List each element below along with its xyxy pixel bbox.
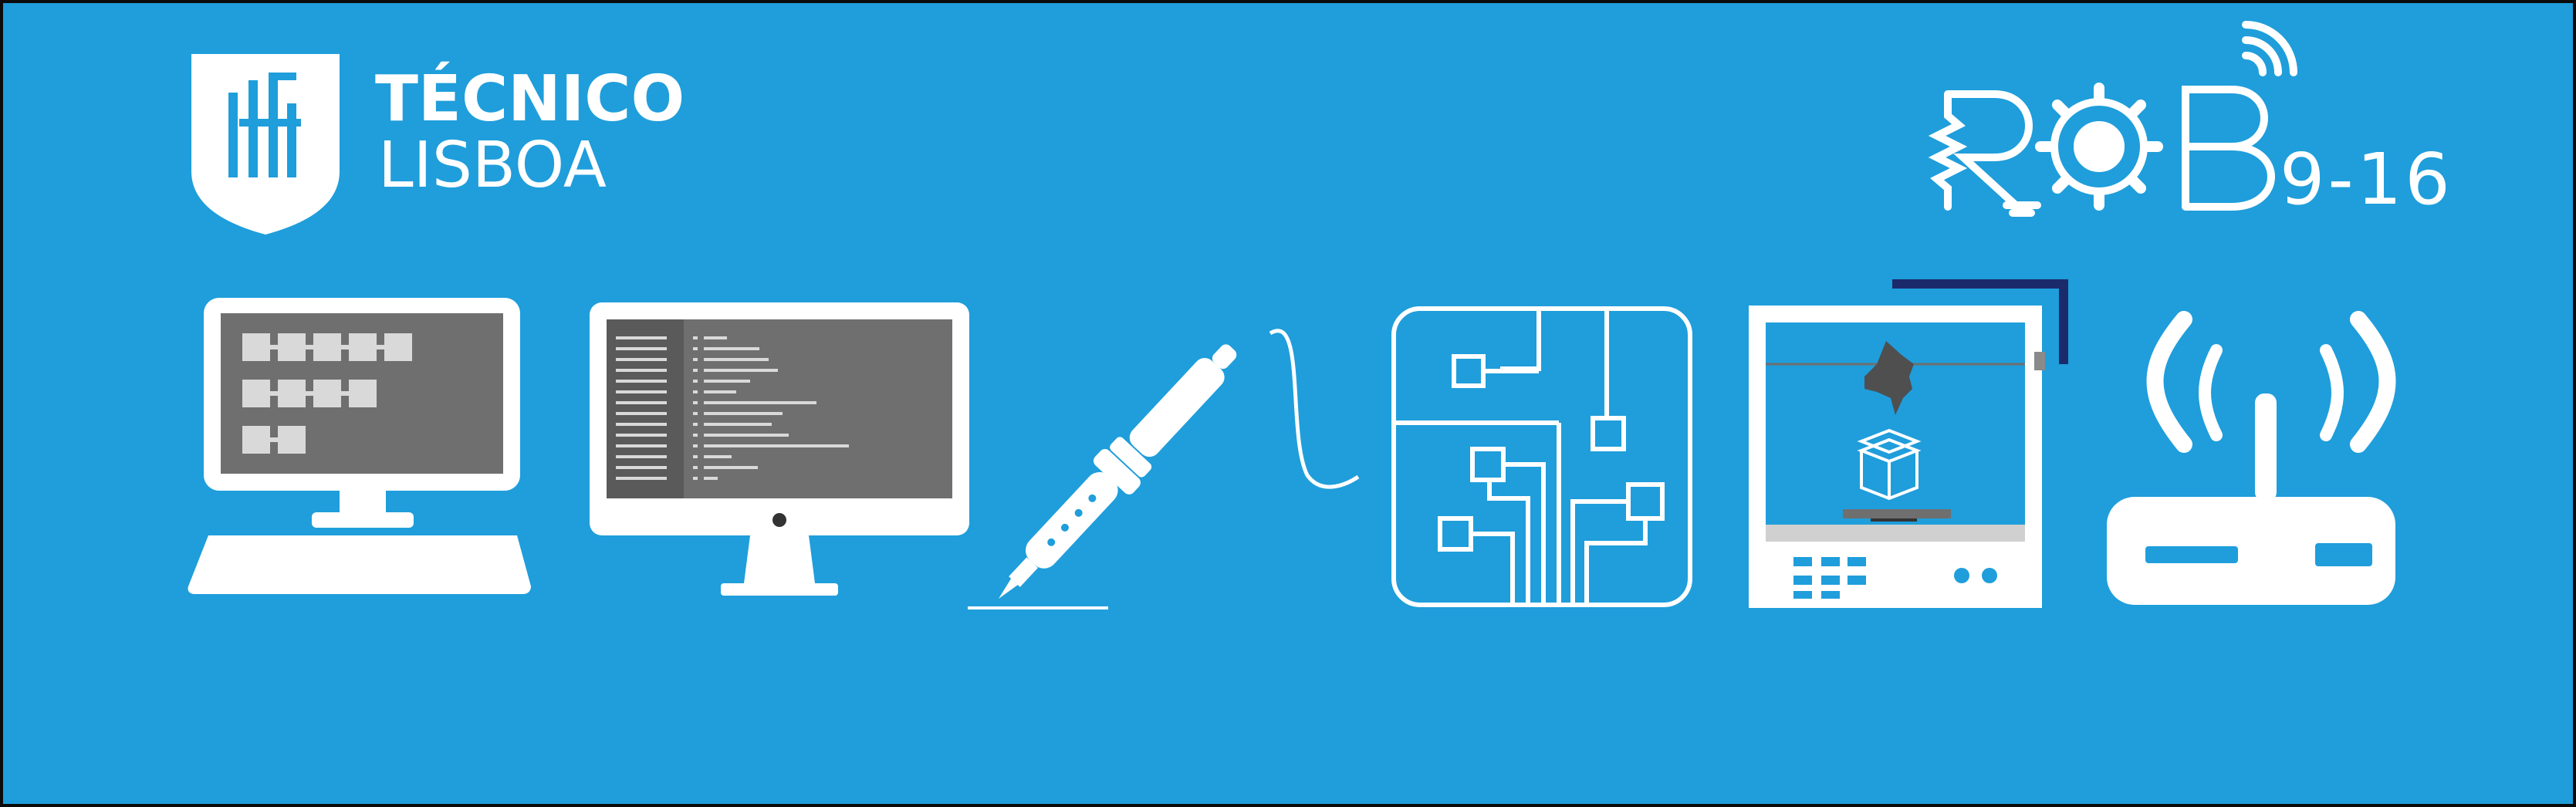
ist-shield-icon — [191, 54, 340, 235]
circuit-board-icon — [1391, 306, 1692, 607]
tecnico-title: TÉCNICO — [375, 62, 685, 136]
rob-logo-icon — [1928, 21, 2297, 217]
rob-suffix: 9-16 — [2280, 138, 2453, 221]
3d-printer-icon — [1749, 279, 2068, 608]
wifi-router-icon — [2107, 311, 2396, 605]
monitor-with-code-icon — [590, 302, 969, 596]
soldering-iron-icon — [968, 329, 1360, 609]
lisboa-subtitle: LISBOA — [378, 129, 607, 202]
code-lines — [616, 336, 849, 480]
desktop-computer-icon — [188, 298, 531, 594]
